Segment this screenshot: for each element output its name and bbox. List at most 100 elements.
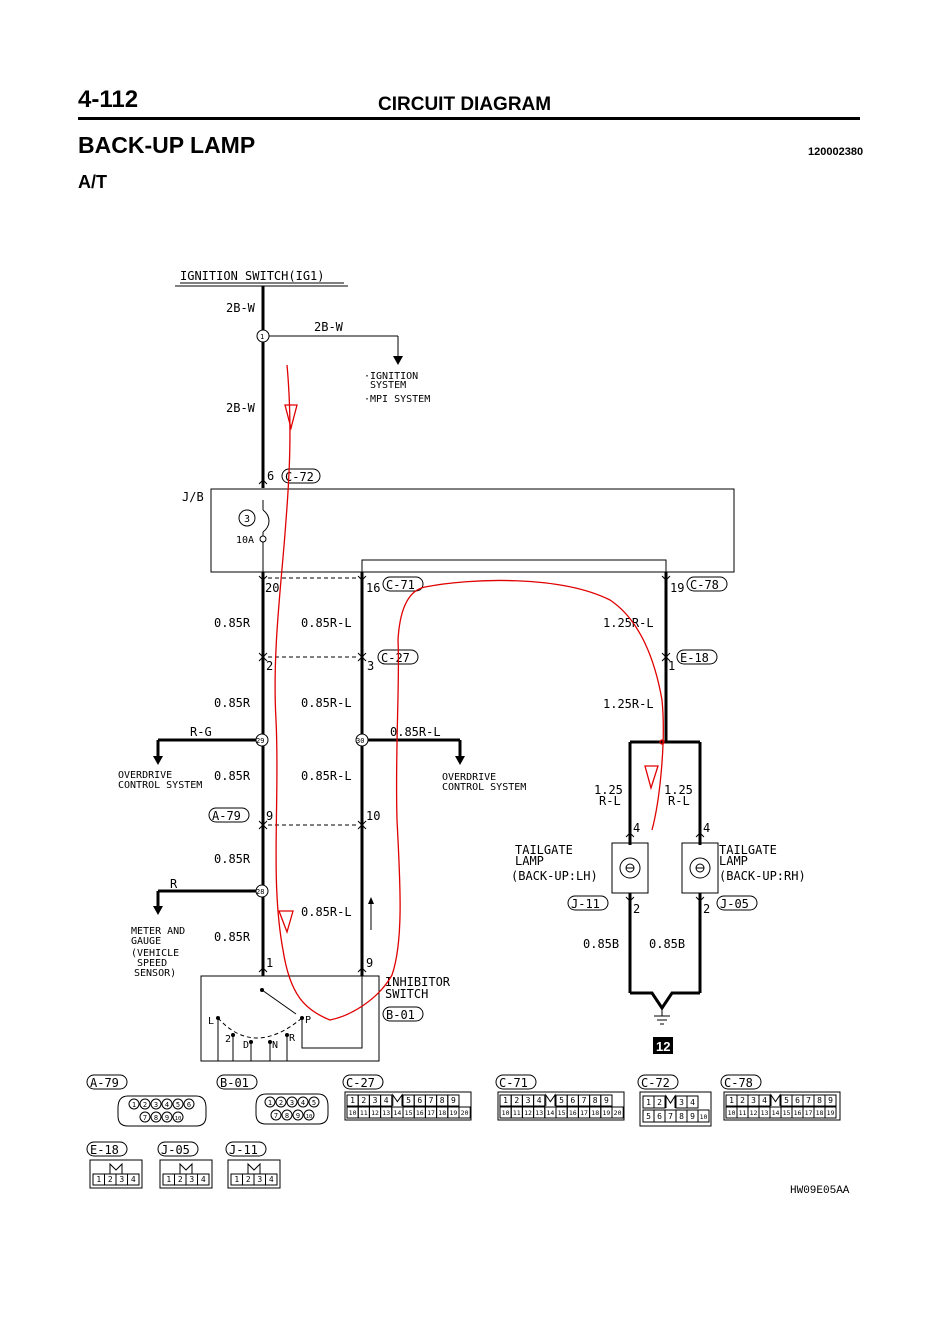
connector-tags: C-72 C-71 C-78 C-27 E-18 A-79 B-01 J-11 … <box>208 468 758 1022</box>
splice-30-label: 30 <box>356 737 364 745</box>
face-tag-c72: C-72 <box>641 1076 670 1090</box>
connector-tag-a79: A-79 <box>212 809 241 823</box>
connector-pin-number: 11 <box>513 1109 521 1117</box>
connector-pin-number: 5 <box>176 1101 180 1109</box>
connector-pin-number: 6 <box>417 1096 422 1105</box>
connector-pin-number: 10 <box>728 1109 736 1117</box>
connector-pin-number: 9 <box>165 1114 169 1122</box>
connector-pin-number: 19 <box>827 1109 835 1117</box>
connector-key-notch <box>247 1162 261 1174</box>
connector-pin-number: 7 <box>274 1112 278 1120</box>
connector-pin-number: 14 <box>772 1109 780 1117</box>
connector-pin-number: 1 <box>132 1101 136 1109</box>
lamp-lh-label-3: (BACK-UP:LH) <box>511 869 598 883</box>
switch-pos-n: N <box>272 1040 278 1051</box>
connector-pin-number: 12 <box>371 1109 379 1117</box>
pin-4-rh: 4 <box>703 821 710 835</box>
connector-pin-number: 1 <box>350 1096 355 1105</box>
connector-pin-cell <box>127 1173 140 1186</box>
connector-tag-j05: J-05 <box>720 897 749 911</box>
connector-pin-socket <box>308 1096 320 1108</box>
connector-pin-socket <box>150 1111 162 1123</box>
connector-pin-number: 8 <box>817 1096 822 1105</box>
pin-1-e18: 1 <box>668 659 675 673</box>
wire-label-085b-lh: 0.85B <box>583 937 619 951</box>
branch-meter: METER AND <box>131 926 185 937</box>
face-tag-b01: B-01 <box>220 1076 249 1090</box>
wire-label-r: R <box>170 877 178 891</box>
connector-pin-number: 13 <box>382 1109 390 1117</box>
connector-key-notch <box>665 1094 676 1108</box>
branch-gauge: GAUGE <box>131 936 161 947</box>
connector-pin-number: 3 <box>679 1098 684 1107</box>
connector-pin-number: 2 <box>143 1101 147 1109</box>
ground-number: 12 <box>656 1039 670 1054</box>
connector-pin-number: 10 <box>502 1109 510 1117</box>
ignition-switch-label: IGNITION SWITCH(IG1) <box>180 269 325 283</box>
face-tag-j11: J-11 <box>229 1143 258 1157</box>
page-title: CIRCUIT DIAGRAM <box>378 94 552 115</box>
connector-pin-number: 4 <box>762 1096 767 1105</box>
connector-pin-cell <box>824 1094 837 1107</box>
tailgate-lamp-rh: TAILGATE LAMP (BACK-UP:RH) <box>681 842 806 894</box>
connector-pin-cell <box>686 1095 699 1109</box>
connector-pin-socket <box>292 1109 304 1121</box>
face-tag-a79: A-79 <box>90 1076 119 1090</box>
connector-key-notch <box>545 1093 556 1106</box>
connector-pin-cell <box>611 1106 624 1119</box>
subtitle: A/T <box>78 172 107 192</box>
connector-pin-number: 15 <box>558 1109 566 1117</box>
wire-label-2bw-top: 2B-W <box>226 301 256 315</box>
fuse-number: 3 <box>244 514 250 525</box>
connector-key-notch <box>392 1093 403 1106</box>
connector-pin-socket <box>172 1098 184 1110</box>
connector-pin-number: 12 <box>750 1109 758 1117</box>
connector-pin-number: 3 <box>257 1175 262 1184</box>
pin-19: 19 <box>670 581 684 595</box>
branch-overdrive-left: OVERDRIVE <box>118 770 172 781</box>
connector-pin-number: 14 <box>546 1109 554 1117</box>
connector-tag-e18: E-18 <box>680 651 709 665</box>
wire-label-085rl-2: 0.85R-L <box>301 696 352 710</box>
connector-pin-number: 4 <box>165 1101 169 1109</box>
inhibitor-label-1: INHIBITOR <box>385 975 451 989</box>
connector-pin-number: 9 <box>690 1112 695 1121</box>
connector-pin-number: 17 <box>805 1109 813 1117</box>
wire-label-rl-rh: R-L <box>668 794 690 808</box>
connector-pin-number: 5 <box>312 1099 316 1107</box>
connector-pin-number: 8 <box>440 1096 445 1105</box>
connector-pin-number: 10 <box>306 1114 313 1120</box>
connector-pin-cell <box>697 1109 710 1123</box>
pin-2-rh: 2 <box>703 902 710 916</box>
branch-system: SYSTEM <box>370 380 406 391</box>
connector-pin-number: 3 <box>189 1175 194 1184</box>
connector-pin-number: 9 <box>451 1096 456 1105</box>
connector-pin-number: 13 <box>535 1109 543 1117</box>
pin-4-lh: 4 <box>633 821 640 835</box>
connector-pin-number: 2 <box>740 1096 745 1105</box>
connector-pin-socket <box>139 1111 151 1123</box>
connector-pin-number: 15 <box>783 1109 791 1117</box>
figure-code: HW09E05AA <box>790 1185 850 1197</box>
lamp-lh-label-1: TAILGATE <box>515 843 573 857</box>
face-tag-c27: C-27 <box>346 1076 375 1090</box>
connector-pin-cell <box>533 1094 546 1107</box>
connector-pin-number: 4 <box>690 1098 695 1107</box>
branch-sensor: SENSOR) <box>134 968 176 979</box>
branch-mpi: ·MPI SYSTEM <box>364 394 430 405</box>
connector-key-notch <box>770 1093 781 1106</box>
splice-29-label: 29 <box>256 737 264 745</box>
connector-pin-socket <box>161 1098 173 1110</box>
wire-label-rl-lh: R-L <box>599 794 621 808</box>
connector-pin-socket <box>172 1111 184 1123</box>
switch-pos-2: 2 <box>225 1034 231 1045</box>
connector-tag-c78: C-78 <box>690 578 719 592</box>
pin-numbers: 6 20 16 19 2 3 1 9 10 4 4 2 2 1 9 <box>265 469 710 970</box>
red-annotation-trace <box>274 364 665 1021</box>
connector-pin-number: 4 <box>384 1096 389 1105</box>
connector-pin-number: 9 <box>604 1096 609 1105</box>
splice-28-label: 28 <box>256 888 264 896</box>
connector-pin-cell <box>447 1094 460 1107</box>
